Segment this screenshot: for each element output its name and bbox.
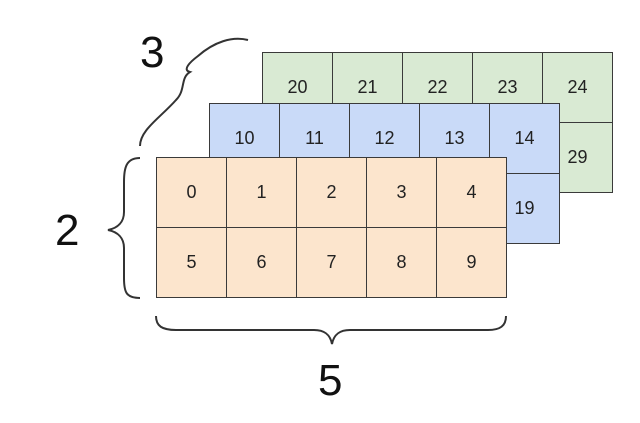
rows-label: 2 [55,206,80,255]
cell-orange: 5 [157,228,227,298]
cell-orange: 0 [157,158,227,228]
cell-orange: 4 [437,158,507,228]
cell-blue: 19 [490,174,560,244]
depth-brace [139,37,249,147]
cell-blue: 14 [490,104,560,174]
cell-orange: 2 [297,158,367,228]
cell-green: 29 [543,123,613,193]
cell-green: 24 [543,53,613,123]
cell-orange: 6 [227,228,297,298]
cell-orange: 9 [437,228,507,298]
depth-label: 3 [140,28,165,77]
cols-label: 5 [318,356,343,405]
cell-orange: 8 [367,228,437,298]
cell-orange: 3 [367,158,437,228]
cell-orange: 1 [227,158,297,228]
cols-brace [155,315,507,345]
rows-brace [107,157,141,299]
cell-orange: 7 [297,228,367,298]
